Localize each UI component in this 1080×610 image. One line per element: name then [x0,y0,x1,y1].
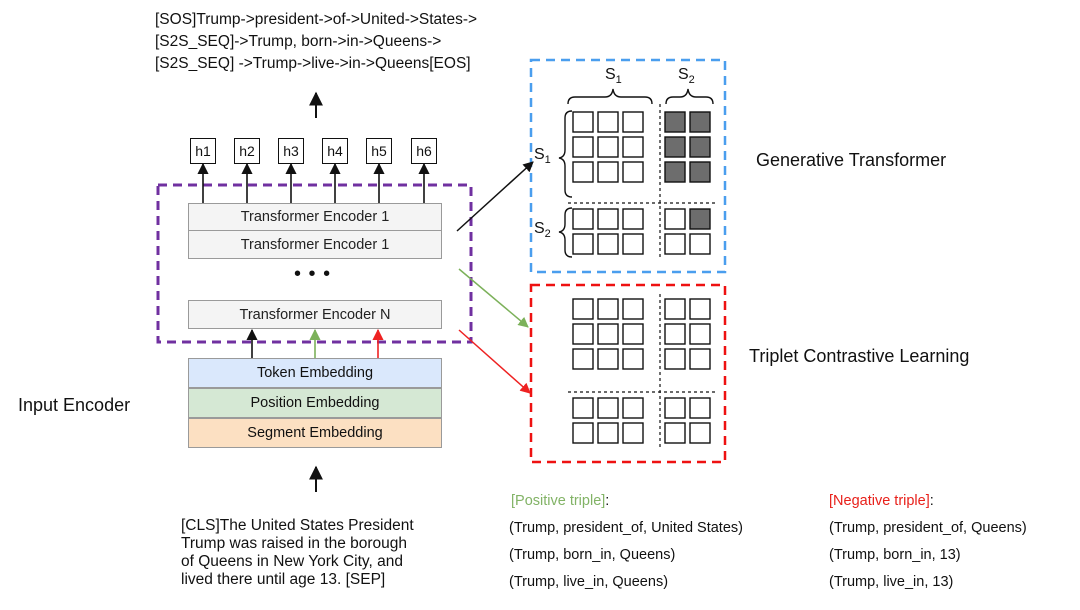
generative-cell-r0-c3 [664,111,686,133]
positive-triple-3: (Trump, live_in, Queens) [509,574,669,590]
positive-triple-header: [Positive triple]: [511,493,610,509]
contrastive-cell-r2-c4 [689,348,711,370]
contrastive-cell-r1-c4 [689,323,711,345]
input-text-line-3: of Queens in New York City, and [181,553,404,570]
hidden-state-h2: h2 [234,138,260,164]
contrastive-cell-r4-c1 [597,422,619,444]
contrastive-cell-r0-c1 [597,298,619,320]
contrastive-cell-r2-c1 [597,348,619,370]
output-sequence-line-3: [S2S_SEQ] ->Trump->live->in->Queens[EOS] [155,55,471,72]
contrastive-cell-r2-c0 [572,348,594,370]
hidden-state-h5: h5 [366,138,392,164]
generative-cell-r2-c2 [622,161,644,183]
contrastive-cell-r3-c2 [622,397,644,419]
generative-cell-r1-c1 [597,136,619,158]
contrastive-cell-r0-c2 [622,298,644,320]
contrastive-cell-r3-c4 [689,397,711,419]
generative-cell-r0-c4 [689,111,711,133]
contrastive-cell-r2-c2 [622,348,644,370]
contrastive-dashed-box [529,283,727,464]
generative-cell-r4-c2 [622,233,644,255]
to-contrastive-red-arrow [458,329,531,394]
contrastive-cell-r3-c3 [664,397,686,419]
output-sequence-line-1: [SOS]Trump->president->of->United->State… [155,11,478,28]
hidden-state-h3: h3 [278,138,304,164]
input-text-line-1: [CLS]The United States President [181,517,414,534]
s2-top-label: S2 [678,66,695,87]
s1-left-brace [558,110,573,198]
s1-left-label: S1 [534,146,551,167]
generative-cell-r1-c4 [689,136,711,158]
hidden-state-arrows [197,162,430,203]
generative-cell-r3-c4 [689,208,711,230]
generative-cell-r2-c4 [689,161,711,183]
negative-triple-1: (Trump, president_of, Queens) [829,520,1027,536]
s1-top-brace [567,88,653,105]
hidden-state-h6: h6 [411,138,437,164]
contrastive-cell-r3-c0 [572,397,594,419]
segment-embedding-box: Segment Embedding [188,418,442,448]
generative-cell-r2-c0 [572,161,594,183]
transformer-encoder-1: Transformer Encoder 1 [188,203,442,231]
contrastive-cell-r4-c2 [622,422,644,444]
generative-cell-r1-c3 [664,136,686,158]
generative-cell-r1-c0 [572,136,594,158]
contrastive-cell-r2-c3 [664,348,686,370]
generative-cell-r4-c0 [572,233,594,255]
contrastive-cell-r1-c1 [597,323,619,345]
contrastive-grid [572,298,711,444]
positive-triple-2: (Trump, born_in, Queens) [509,547,676,563]
generative-cell-r2-c3 [664,161,686,183]
contrastive-cell-r1-c2 [622,323,644,345]
generative-cell-r0-c0 [572,111,594,133]
generative-cell-r2-c1 [597,161,619,183]
generative-cell-r3-c0 [572,208,594,230]
contrastive-cell-r4-c3 [664,422,686,444]
negative-triple-2: (Trump, born_in, 13) [829,547,961,563]
contrastive-learning-title: Triplet Contrastive Learning [749,346,970,366]
encoder-group-dashed-box [156,183,473,344]
token-embedding-box: Token Embedding [188,358,442,388]
encoder-ellipsis: • • • [294,263,332,285]
input-text-line-4: lived there until age 13. [SEP] [181,571,386,588]
to-contrastive-green-arrow [458,268,529,328]
generative-attention-grid [572,111,711,255]
generative-cell-r3-c2 [622,208,644,230]
input-encoder-label: Input Encoder [18,395,131,415]
contrastive-cell-r3-c1 [597,397,619,419]
generative-transformer-title: Generative Transformer [756,150,947,170]
s2-left-brace [558,207,573,258]
s2-top-brace [665,88,714,105]
negative-triple-header: [Negative triple]: [829,493,934,509]
contrastive-cell-r0-c0 [572,298,594,320]
to-generative-arrow [456,161,534,232]
input-text-line-2: Trump was raised in the borough [181,535,408,552]
generative-cell-r4-c1 [597,233,619,255]
generative-cell-r4-c4 [689,233,711,255]
output-sequence-line-2: [S2S_SEQ]->Trump, born->in->Queens-> [155,33,442,50]
generative-cell-r3-c3 [664,208,686,230]
contrastive-cell-r0-c4 [689,298,711,320]
positive-triple-1: (Trump, president_of, United States) [509,520,743,536]
generative-cell-r0-c2 [622,111,644,133]
generative-cell-r4-c3 [664,233,686,255]
generative-cell-r0-c1 [597,111,619,133]
hidden-state-h1: h1 [190,138,216,164]
contrastive-cell-r4-c0 [572,422,594,444]
contrastive-cell-r0-c3 [664,298,686,320]
hidden-state-h4: h4 [322,138,348,164]
transformer-encoder-n: Transformer Encoder N [188,300,442,329]
s2-left-label: S2 [534,220,551,241]
transformer-encoder-2: Transformer Encoder 1 [188,230,442,259]
generative-cell-r1-c2 [622,136,644,158]
contrastive-cell-r1-c0 [572,323,594,345]
contrastive-cell-r4-c4 [689,422,711,444]
position-embedding-box: Position Embedding [188,388,442,418]
s1-top-label: S1 [605,66,622,87]
generative-cell-r3-c1 [597,208,619,230]
negative-triple-3: (Trump, live_in, 13) [829,574,954,590]
contrastive-cell-r1-c3 [664,323,686,345]
